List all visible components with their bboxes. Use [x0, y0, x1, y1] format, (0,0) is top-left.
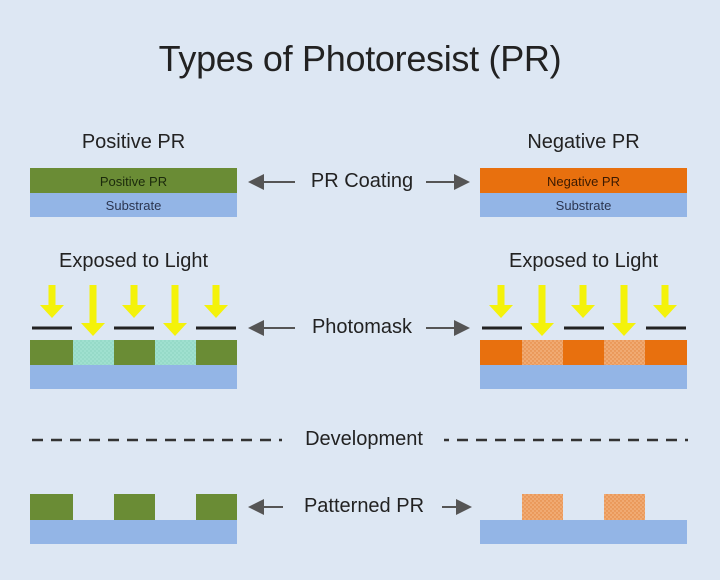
pr-coating-label: PR Coating [298, 170, 426, 193]
positive-light-arrow-icon [122, 285, 146, 318]
positive-light-arrow-icon [163, 285, 187, 336]
negative-exposed-heading: Exposed to Light [509, 250, 658, 272]
negative-light-arrow-icon [489, 285, 513, 318]
negative-substrate-layer [480, 193, 687, 217]
positive-patterned-pr [30, 494, 237, 544]
patterned-pr-label: Patterned PR [286, 495, 442, 518]
negative-exposed-layer [480, 340, 687, 389]
negative-light-arrow-icon [530, 285, 554, 336]
negative-light-arrow-icon [653, 285, 677, 318]
positive-pr-label: Positive PR [99, 174, 168, 189]
page-title: Types of Photoresist (PR) [158, 38, 562, 79]
negative-pr-layer [480, 168, 687, 193]
development-label: Development [284, 428, 444, 451]
positive-exposed-layer [30, 340, 237, 389]
positive-light-arrow-icon [81, 285, 105, 336]
photomask-label: Photomask [298, 316, 426, 339]
positive-pr-layer [30, 168, 237, 193]
negative-patterned-pr [480, 494, 687, 544]
positive-exposed-heading: Exposed to Light [59, 250, 208, 272]
positive-substrate-layer [30, 193, 237, 217]
positive-heading: Positive PR [81, 131, 186, 153]
positive-substrate-label: Substrate [105, 198, 162, 213]
negative-light-arrows [489, 285, 677, 336]
negative-substrate-label: Substrate [555, 198, 612, 213]
positive-light-arrow-icon [204, 285, 228, 318]
negative-light-arrow-icon [612, 285, 636, 336]
positive-light-arrows [40, 285, 228, 336]
negative-pr-label: Negative PR [547, 174, 620, 189]
negative-light-arrow-icon [571, 285, 595, 318]
positive-light-arrow-icon [40, 285, 64, 318]
negative-heading: Negative PR [527, 131, 640, 153]
